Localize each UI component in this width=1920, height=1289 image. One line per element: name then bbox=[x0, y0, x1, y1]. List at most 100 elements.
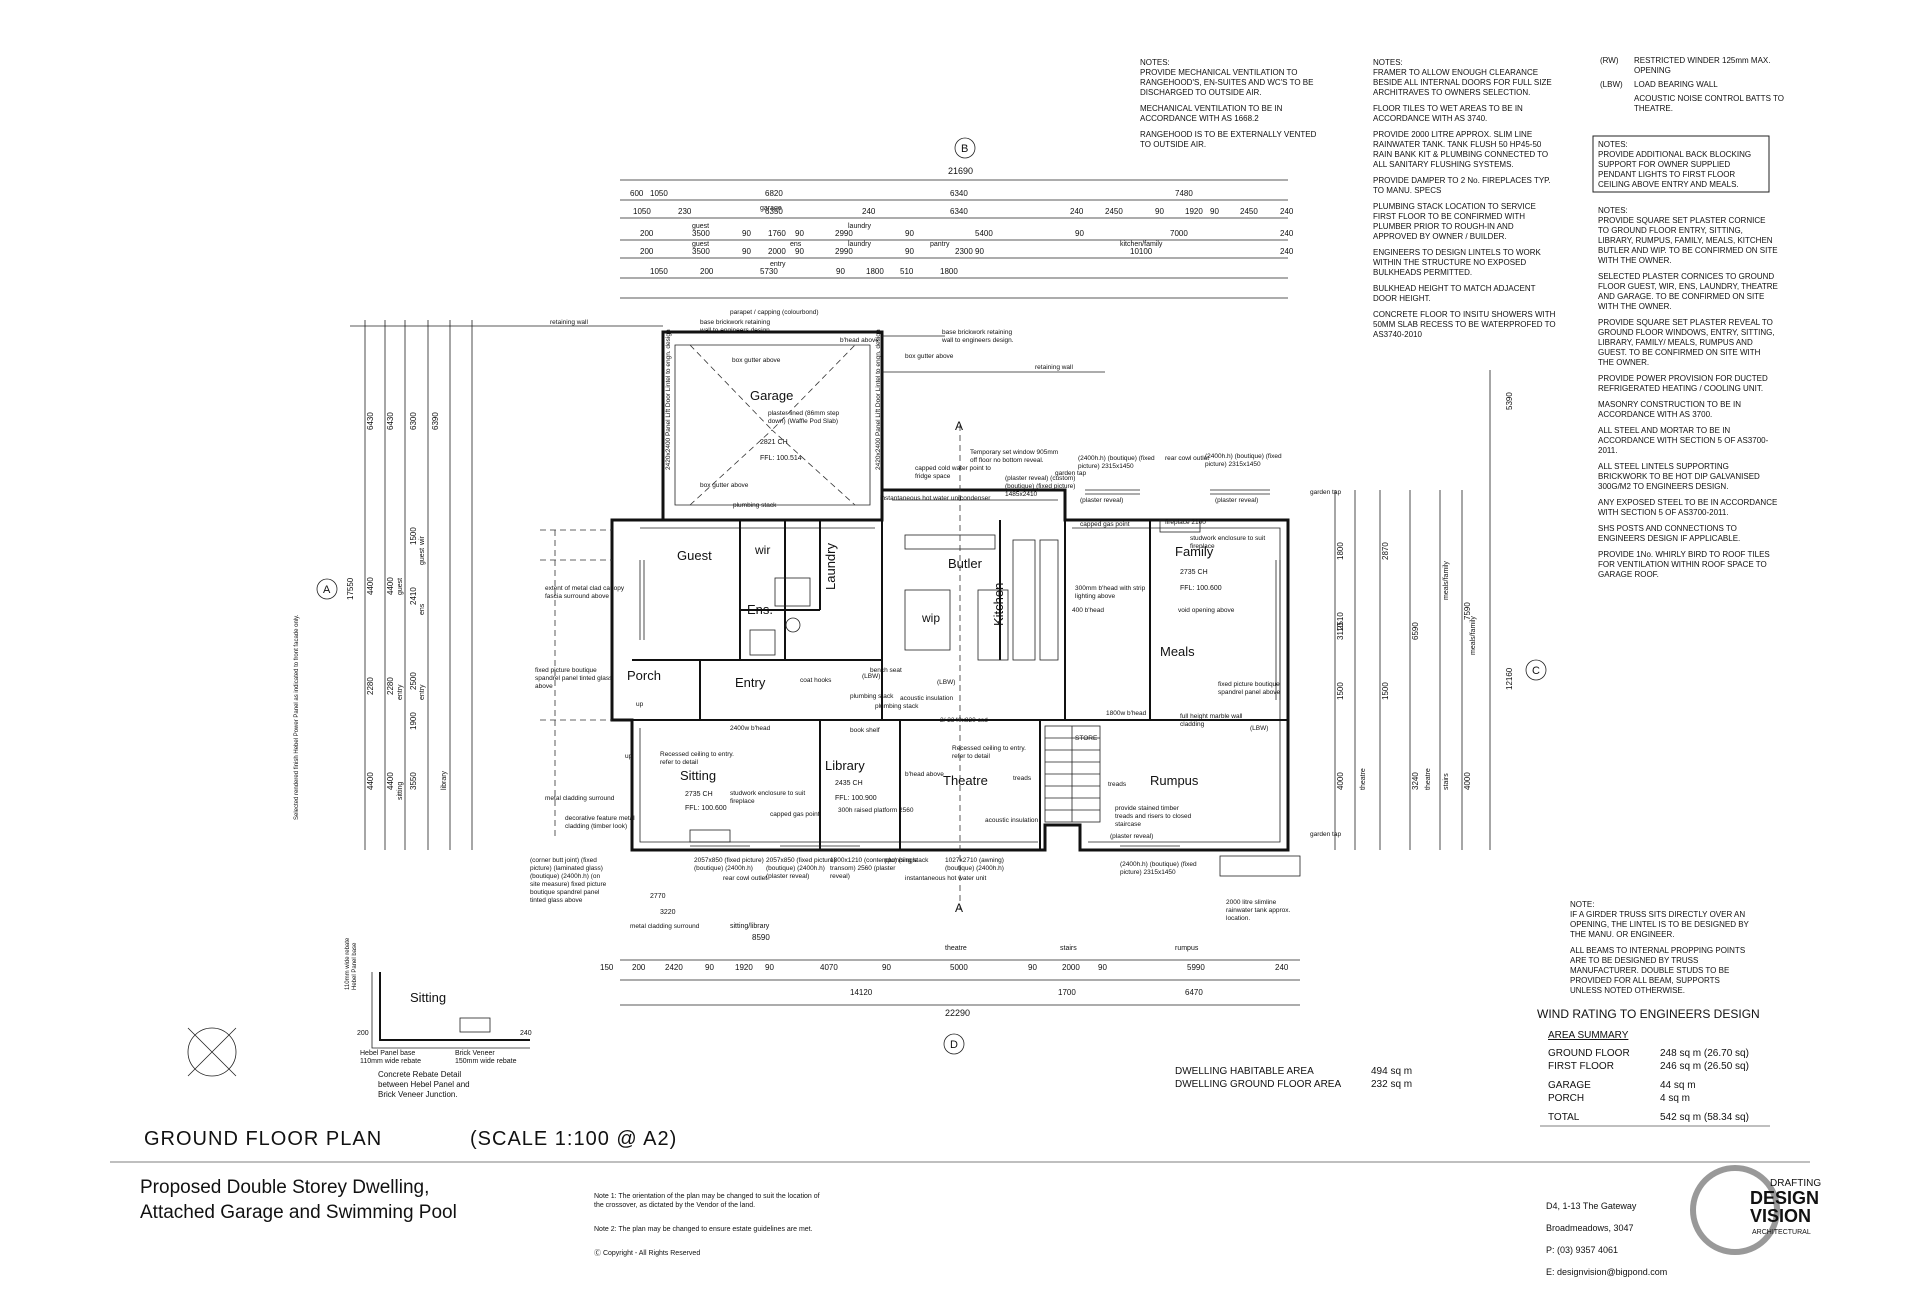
dim-label: stairs bbox=[1443, 773, 1450, 790]
dim-label: sitting/library bbox=[730, 923, 770, 930]
dim-text: 4400 bbox=[366, 772, 375, 790]
area-value: 44 sq m bbox=[1660, 1080, 1696, 1091]
area-label: TOTAL bbox=[1548, 1112, 1580, 1123]
dim-text: 90 bbox=[765, 963, 774, 972]
plan-annotation: treads bbox=[1108, 781, 1127, 788]
plan-annotation: rear cowl outlet bbox=[723, 875, 767, 882]
symbol-legend: (RW) RESTRICTED WINDER 125mm MAX. OPENING… bbox=[1600, 56, 1785, 118]
dim-text: 2990 bbox=[835, 229, 853, 238]
dim-text: 2420 bbox=[665, 963, 683, 972]
grid-marker-b bbox=[954, 137, 976, 159]
plan-annotation: garden tap bbox=[1310, 489, 1341, 496]
dim-text: 6300 bbox=[409, 412, 418, 430]
dim-text: 200 bbox=[632, 963, 646, 972]
dim-text: 150 bbox=[600, 963, 614, 972]
room-label: Kitchen bbox=[991, 583, 1006, 626]
plan-annotation: parapet / capping (colourbond) bbox=[730, 309, 819, 316]
dim-text: 2450 bbox=[1240, 207, 1258, 216]
dim-label: entry bbox=[397, 684, 404, 700]
plan-annotation: STORE bbox=[1075, 735, 1098, 742]
legend-code: (RW) bbox=[1600, 56, 1619, 65]
copyright-text: Copyright - All Rights Reserved bbox=[602, 1250, 701, 1257]
legend-row: (RW) RESTRICTED WINDER 125mm MAX. OPENING bbox=[1600, 56, 1785, 76]
dim-text: 90 bbox=[975, 247, 984, 256]
plan-annotation: treads bbox=[1013, 775, 1032, 782]
plan-scale: (SCALE 1:100 @ A2) bbox=[470, 1128, 678, 1150]
note-item: SELECTED PLASTER CORNICES TO GROUND FLOO… bbox=[1598, 272, 1778, 311]
plan-title: GROUND FLOOR PLAN bbox=[144, 1128, 383, 1150]
dim-text: 240 bbox=[1280, 247, 1294, 256]
legend-code: (LBW) bbox=[1600, 80, 1623, 89]
footer-notes: Note 1: The orientation of the plan may … bbox=[594, 1183, 824, 1273]
note-item: SHS POSTS AND CONNECTIONS TO ENGINEERS D… bbox=[1598, 524, 1741, 543]
room-label: Entry bbox=[735, 675, 766, 690]
dim-text: 90 bbox=[1098, 963, 1107, 972]
note-item: CONCRETE FLOOR TO INSITU SHOWERS WITH 50… bbox=[1373, 310, 1556, 339]
grid-markers: B A C D bbox=[316, 137, 1547, 1055]
dim-text: 90 bbox=[705, 963, 714, 972]
rebate-detail-drawing bbox=[371, 972, 530, 1049]
dim-text: 4000 bbox=[1463, 772, 1472, 790]
dim-text: 510 bbox=[900, 267, 914, 276]
note-item: PROVIDE SQUARE SET PLASTER REVEAL TO GRO… bbox=[1598, 318, 1775, 367]
north-arrow-icon bbox=[187, 1027, 237, 1077]
plan-annotation: capped gas point bbox=[770, 811, 820, 818]
note-item: ALL BEAMS TO INTERNAL PROPPING POINTS AR… bbox=[1570, 946, 1746, 995]
ceiling-tag: FFL: 100.514 bbox=[760, 455, 802, 462]
note-item: PLUMBING STACK LOCATION TO SERVICE FIRST… bbox=[1373, 202, 1536, 241]
plan-annotation: metal cladding surround bbox=[630, 923, 700, 930]
dim-text: 5390 bbox=[1505, 392, 1514, 410]
copyright: Ⓒ Copyright - All Rights Reserved bbox=[594, 1250, 701, 1257]
area-value: 4 sq m bbox=[1660, 1093, 1691, 1104]
plan-annotation: 1027x2710 (awning)(boutique) (2400h.h) bbox=[945, 857, 1004, 872]
note-item: FLOOR TILES TO WET AREAS TO BE IN ACCORD… bbox=[1373, 104, 1523, 123]
note-item: PROVIDE DAMPER TO 2 No. FIREPLACES TYP. … bbox=[1373, 176, 1551, 195]
plan-annotation: retaining wall bbox=[1035, 364, 1073, 371]
dim-label: pantry bbox=[930, 241, 950, 248]
dim-label: guest bbox=[397, 578, 404, 595]
plan-annotation: box gutter above bbox=[905, 353, 954, 360]
dim-text: 2300 bbox=[955, 247, 973, 256]
section-marker-a-bottom: A bbox=[955, 901, 963, 915]
area-value: 542 sq m (58.34 sq) bbox=[1660, 1112, 1749, 1123]
dim-label: garage bbox=[760, 205, 782, 212]
company-address: D4, 1-13 The Gateway Broadmeadows, 3047 … bbox=[1546, 1190, 1667, 1289]
dim-text: 2870 bbox=[1381, 542, 1390, 560]
plan-annotation: Selected rendered finish Hebel Power Pan… bbox=[294, 614, 300, 820]
footer-note-1: Note 1: The orientation of the plan may … bbox=[594, 1193, 820, 1209]
dim-text: 2510 bbox=[1336, 612, 1345, 630]
plan-annotation: garden tap bbox=[1310, 831, 1341, 838]
note-item: NOTES: FRAMER TO ALLOW ENOUGH CLEARANCE … bbox=[1373, 58, 1552, 97]
room-label: Rumpus bbox=[1150, 773, 1199, 788]
dim-text: 7480 bbox=[1175, 189, 1193, 198]
dim-text: 2000 bbox=[1062, 963, 1080, 972]
ceiling-tag: 2435 CH bbox=[835, 780, 863, 787]
dim-text: 6340 bbox=[950, 207, 968, 216]
area-summary-heading: AREA SUMMARY bbox=[1548, 1030, 1629, 1041]
dim-text: 4400 bbox=[386, 577, 395, 595]
dim-text: 1500 bbox=[409, 527, 418, 545]
dim-text: 3550 bbox=[409, 772, 418, 790]
dim-text: 90 bbox=[795, 247, 804, 256]
room-label: Ens. bbox=[747, 602, 773, 617]
ceiling-tag: FFL: 100.600 bbox=[685, 805, 727, 812]
legend-text: RESTRICTED WINDER 125mm MAX. OPENING bbox=[1634, 56, 1771, 75]
plan-annotation: 400 b'head bbox=[1072, 607, 1104, 614]
dim-text: 6430 bbox=[366, 412, 375, 430]
grid-marker-d bbox=[943, 1033, 965, 1055]
dim-text: 7000 bbox=[1170, 229, 1188, 238]
svg-text:ARCHITECTURAL: ARCHITECTURAL bbox=[1752, 1229, 1811, 1236]
svg-text:VISION: VISION bbox=[1750, 1206, 1811, 1226]
dim-text: 3240 bbox=[1411, 772, 1420, 790]
dim-text: 90 bbox=[1028, 963, 1037, 972]
garage-roof-hip-lines bbox=[689, 344, 856, 506]
plan-annotation: 2420x2400 Panel Lift Door Lintel to engn… bbox=[665, 329, 672, 470]
